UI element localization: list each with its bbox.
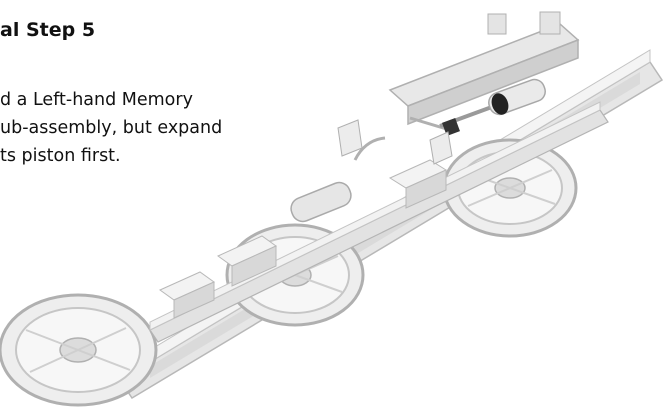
instruction-line-3: ts piston first. <box>0 146 121 166</box>
instruction-line-2: ub-assembly, but expand <box>0 118 223 138</box>
brick-blocks <box>159 159 448 319</box>
upright-connectors <box>337 119 453 165</box>
step-heading: al Step 5 <box>0 19 96 41</box>
piston-cylinder <box>439 78 546 136</box>
step-instruction: d a Left-hand Memory ub-assembly, but ex… <box>0 86 320 170</box>
piston-bracket <box>388 11 580 132</box>
instruction-line-1: d a Left-hand Memory <box>0 90 193 110</box>
memory-cylinder <box>290 181 352 223</box>
wheel-left <box>0 293 158 407</box>
upper-beam <box>149 101 609 343</box>
